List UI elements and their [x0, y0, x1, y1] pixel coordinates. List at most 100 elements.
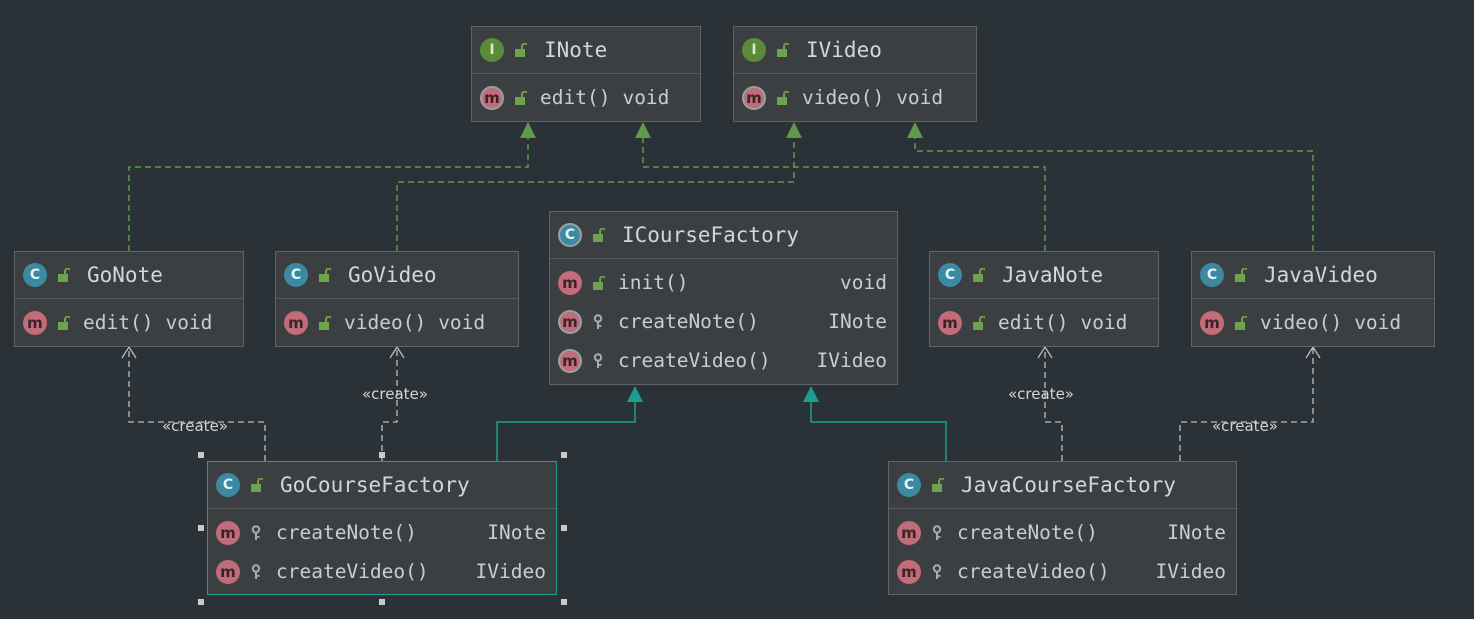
method-row[interactable]: m createVideo() IVideo: [889, 552, 1236, 591]
implements-gonote-inote: [128, 136, 529, 251]
class-name: GoNote: [87, 263, 163, 287]
extends-java-factory: [810, 400, 947, 461]
class-icon: C: [23, 263, 47, 287]
method-icon: m: [1200, 310, 1224, 335]
class-header-gocoursefactory: C GoCourseFactory: [208, 462, 556, 509]
method-row[interactable]: m createNote() INote: [208, 513, 556, 552]
arrowhead-ivideo-1: [786, 122, 802, 138]
method-icon: m: [742, 85, 766, 110]
key-icon: [588, 312, 608, 332]
method-type: void: [165, 311, 213, 334]
method-row[interactable]: m edit() void: [930, 303, 1158, 342]
unlock-icon: [968, 313, 988, 333]
class-icon: C: [897, 473, 921, 497]
class-header-icoursefactory: C ICourseFactory: [550, 212, 897, 259]
key-icon: [246, 523, 266, 543]
class-header-govideo: C GoVideo: [276, 252, 518, 299]
method-type: IVideo: [1155, 560, 1226, 583]
unlock-icon: [510, 40, 530, 60]
class-name: GoCourseFactory: [280, 473, 470, 497]
method-row[interactable]: m video() void: [276, 303, 518, 342]
class-box-inote[interactable]: I INote m edit() void: [471, 26, 701, 122]
class-header-javacoursefactory: C JavaCourseFactory: [889, 462, 1236, 509]
key-icon: [246, 562, 266, 582]
resize-handle-se[interactable]: [561, 599, 567, 605]
method-name: video(): [344, 311, 427, 334]
method-row[interactable]: m edit() void: [15, 303, 243, 342]
class-box-javavideo[interactable]: C JavaVideo m video() void: [1191, 251, 1435, 347]
method-icon: m: [23, 310, 47, 335]
class-name: JavaNote: [1002, 263, 1104, 287]
class-box-icoursefactory[interactable]: C ICourseFactory m init() void m createN…: [549, 211, 898, 385]
create-go-video: [381, 348, 398, 461]
method-row[interactable]: m video() void: [734, 78, 976, 117]
class-name: INote: [544, 38, 608, 62]
unlock-icon: [314, 313, 334, 333]
class-box-gonote[interactable]: C GoNote m edit() void: [14, 251, 244, 347]
open-arrow-javavideo: [1305, 345, 1321, 359]
unlock-icon: [1230, 265, 1250, 285]
create-java-video: [1179, 348, 1314, 461]
implements-javavideo-ivideo: [914, 136, 1314, 251]
method-icon: m: [216, 559, 240, 584]
arrowhead-inote-1: [520, 122, 536, 138]
resize-handle-n[interactable]: [379, 452, 385, 458]
class-header-javanote: C JavaNote: [930, 252, 1158, 299]
method-icon: m: [480, 85, 504, 110]
method-icon: m: [938, 310, 962, 335]
class-box-ivideo[interactable]: I IVideo m video() void: [733, 26, 977, 122]
method-row[interactable]: m init() void: [550, 263, 897, 302]
resize-handle-e[interactable]: [561, 525, 567, 531]
class-name: JavaVideo: [1264, 263, 1378, 287]
key-icon: [927, 562, 947, 582]
key-icon: [927, 523, 947, 543]
method-row[interactable]: m createNote() INote: [889, 513, 1236, 552]
unlock-icon: [510, 88, 530, 108]
class-icon: C: [938, 263, 962, 287]
method-row[interactable]: m createVideo() IVideo: [208, 552, 556, 591]
resize-handle-ne[interactable]: [561, 452, 567, 458]
interface-icon: I: [480, 38, 504, 62]
method-row[interactable]: m video() void: [1192, 303, 1434, 342]
arrowhead-factory-2: [803, 386, 819, 402]
resize-handle-w[interactable]: [198, 525, 204, 531]
resize-handle-s[interactable]: [379, 599, 385, 605]
unlock-icon: [772, 40, 792, 60]
method-type: INote: [828, 310, 887, 333]
method-type: IVideo: [475, 560, 546, 583]
implements-govideo-ivideo: [396, 136, 795, 251]
key-icon: [588, 351, 608, 371]
method-type: INote: [1167, 521, 1226, 544]
class-box-javanote[interactable]: C JavaNote m edit() void: [929, 251, 1159, 347]
create-label-govideo: «create»: [362, 385, 428, 403]
resize-handle-nw[interactable]: [198, 452, 204, 458]
unlock-icon: [246, 475, 266, 495]
method-row[interactable]: m createNote() INote: [550, 302, 897, 341]
method-name: createVideo(): [618, 349, 771, 372]
class-icon: C: [284, 263, 308, 287]
class-box-gocoursefactory[interactable]: C GoCourseFactory m createNote() INote m…: [207, 461, 557, 595]
create-label-gonote: «create»: [162, 417, 228, 435]
class-name: GoVideo: [348, 263, 437, 287]
extends-go-factory: [496, 400, 636, 461]
method-name: createNote(): [618, 310, 759, 333]
resize-handle-sw[interactable]: [198, 599, 204, 605]
method-name: createVideo(): [957, 560, 1110, 583]
create-java-note: [1044, 348, 1063, 461]
method-icon: m: [897, 559, 921, 584]
class-header-ivideo: I IVideo: [734, 27, 976, 74]
method-row[interactable]: m createVideo() IVideo: [550, 341, 897, 380]
class-box-govideo[interactable]: C GoVideo m video() void: [275, 251, 519, 347]
class-header-javavideo: C JavaVideo: [1192, 252, 1434, 299]
method-type: INote: [487, 521, 546, 544]
method-icon: m: [558, 309, 582, 334]
unlock-icon: [927, 475, 947, 495]
method-row[interactable]: m edit() void: [472, 78, 700, 117]
method-icon: m: [558, 270, 582, 295]
class-name: IVideo: [806, 38, 882, 62]
arrowhead-ivideo-2: [907, 122, 923, 138]
abstract-class-icon: C: [558, 223, 582, 247]
class-box-javacoursefactory[interactable]: C JavaCourseFactory m createNote() INote…: [888, 461, 1237, 595]
class-header-gonote: C GoNote: [15, 252, 243, 299]
